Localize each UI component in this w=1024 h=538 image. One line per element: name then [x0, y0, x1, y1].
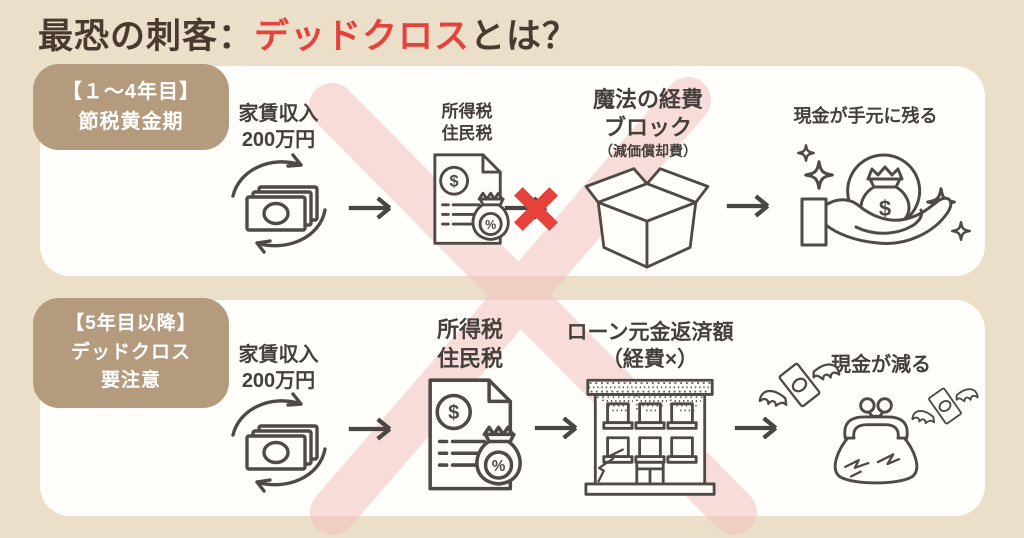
sparkle-icon — [804, 160, 834, 190]
loan-principal-label: ローン元金返済額 （経費×） — [566, 321, 734, 372]
title-suffix: とは？ — [470, 17, 579, 56]
tax-label-row2: 所得税 住民税 — [436, 317, 503, 371]
dollar-glyph: $ — [448, 402, 459, 424]
sparkle-icon — [797, 144, 815, 162]
tax-document-icon-row2: $ % — [428, 378, 522, 491]
magic-expense-block-label: 魔法の経費 ブロック — [592, 87, 703, 140]
money-cycle-icon-row1 — [231, 153, 327, 254]
depreciation-sublabel: （減価償却費） — [599, 143, 697, 159]
open-box-icon — [584, 167, 710, 269]
badge-years-1-4: 【１〜4年目】 節税黄金期 — [33, 64, 229, 150]
blocked-red-x-icon — [514, 187, 558, 231]
percent-glyph: % — [492, 458, 506, 475]
arrow-right-icon — [348, 196, 392, 220]
cracked-purse-icon — [833, 397, 919, 485]
cash-decreases-label: 現金が減る — [831, 354, 931, 376]
flying-money-icon — [911, 387, 979, 425]
title-prefix: 最恐の刺客： — [38, 17, 255, 56]
arrow-right-icon — [726, 194, 770, 218]
money-cycle-icon-row2 — [231, 392, 327, 493]
title-highlight: デッドクロス — [254, 17, 471, 56]
sparkle-icon — [951, 221, 971, 241]
cash-remains-label: 現金が手元に残る — [793, 106, 938, 126]
arrow-right-icon — [534, 416, 578, 440]
arrow-right-icon — [348, 417, 392, 441]
dollar-glyph: $ — [879, 196, 891, 221]
page-title: 最恐の刺客：デッドクロスとは？ — [38, 8, 578, 59]
hand-money-bag-icon: $ — [797, 144, 971, 247]
dollar-glyph: $ — [450, 173, 459, 191]
badge-years-5-plus: 【5年目以降】 デッドクロス 要注意 — [33, 298, 229, 408]
rent-income-label-row2: 家賃収入 200万円 — [238, 344, 319, 392]
flying-money-icon — [758, 362, 841, 408]
tax-label-row1: 所得税 住民税 — [441, 102, 493, 144]
rent-income-label-row1: 家賃収入 200万円 — [238, 103, 319, 151]
percent-glyph: % — [485, 218, 496, 232]
aging-building-icon — [584, 378, 716, 496]
